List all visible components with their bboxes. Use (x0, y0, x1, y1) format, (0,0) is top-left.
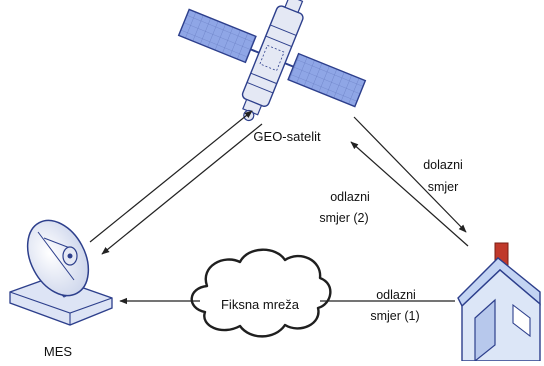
network-label: Fiksna mreža (221, 297, 300, 312)
arrow-satellite-to-mes (101, 123, 263, 255)
arrow-house-to-satellite (350, 141, 469, 247)
satellite-label: GEO-satelit (253, 129, 321, 144)
outbound-2-label-line2: smjer (2) (319, 211, 368, 225)
inbound-label-line2: smjer (428, 180, 459, 194)
satellite-dish-icon (9, 219, 113, 326)
arrow-satellite-to-house (353, 116, 467, 233)
outbound-2-label-line1: odlazni (330, 190, 370, 204)
inbound-label-line1: dolazni (423, 158, 463, 172)
house-icon (457, 242, 541, 363)
arrow-mes-to-satellite (89, 110, 253, 243)
cloud-icon (190, 248, 332, 338)
mes-label: MES (44, 344, 73, 359)
satellite-icon (177, 0, 367, 122)
outbound-1-label-line2: smjer (1) (370, 309, 419, 323)
outbound-1-label-line1: odlazni (376, 288, 416, 302)
